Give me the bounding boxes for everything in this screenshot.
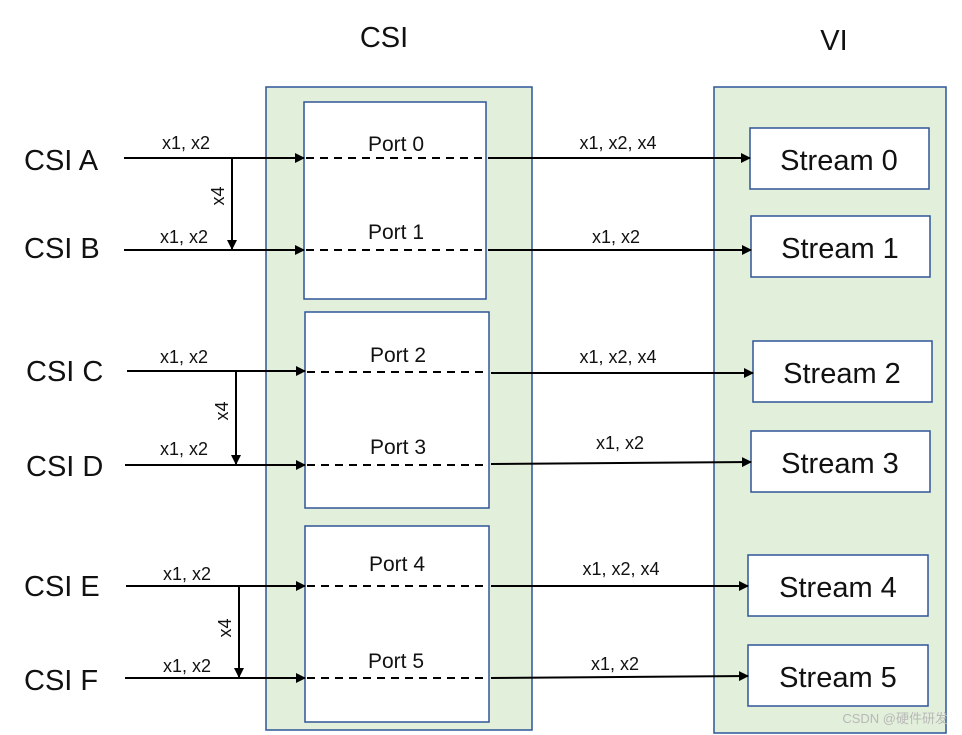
input-lane-label-e: x1, x2 bbox=[163, 564, 211, 584]
stream-label-5: Stream 5 bbox=[779, 662, 897, 694]
stream-label-0: Stream 0 bbox=[780, 145, 898, 177]
output-lane-label-3: x1, x2 bbox=[596, 433, 644, 453]
output-lane-label-0: x1, x2, x4 bbox=[579, 133, 656, 153]
output-lane-label-1: x1, x2 bbox=[592, 227, 640, 247]
input-lane-label-c: x1, x2 bbox=[160, 347, 208, 367]
port-group-0-1 bbox=[303, 101, 487, 300]
stream-label-1: Stream 1 bbox=[781, 233, 899, 265]
input-lane-label-f: x1, x2 bbox=[163, 656, 211, 676]
input-label-d: CSI D bbox=[26, 451, 103, 483]
stream-box-0 bbox=[749, 127, 930, 190]
output-lane-label-4: x1, x2, x4 bbox=[582, 559, 659, 579]
vi-heading: VI bbox=[820, 25, 847, 57]
input-lane-label-b: x1, x2 bbox=[160, 227, 208, 247]
port-label-5: Port 5 bbox=[368, 650, 424, 673]
port-label-4: Port 4 bbox=[369, 553, 425, 576]
port-label-1: Port 1 bbox=[368, 221, 424, 244]
stream-label-2: Stream 2 bbox=[783, 358, 901, 390]
port-label-0: Port 0 bbox=[368, 133, 424, 156]
merge-label-ab: x4 bbox=[208, 186, 228, 205]
output-lane-label-2: x1, x2, x4 bbox=[579, 347, 656, 367]
stream-label-4: Stream 4 bbox=[779, 572, 897, 604]
csi-heading: CSI bbox=[360, 22, 408, 54]
port-group-4-5 bbox=[304, 525, 490, 723]
watermark: CSDN @硬件研发 bbox=[842, 711, 948, 726]
input-lane-label-d: x1, x2 bbox=[160, 439, 208, 459]
vi-block bbox=[713, 86, 947, 734]
port-label-3: Port 3 bbox=[370, 436, 426, 459]
input-lane-label-a: x1, x2 bbox=[162, 133, 210, 153]
input-label-e: CSI E bbox=[24, 571, 100, 603]
output-lane-label-5: x1, x2 bbox=[591, 654, 639, 674]
output-arrow-5 bbox=[490, 671, 749, 682]
input-label-f: CSI F bbox=[24, 665, 98, 697]
input-label-b: CSI B bbox=[24, 233, 100, 265]
output-arrow-3 bbox=[490, 457, 752, 468]
stream-box-3 bbox=[750, 430, 931, 493]
port-group-2-3 bbox=[304, 311, 490, 509]
input-label-a: CSI A bbox=[24, 145, 99, 177]
merge-label-cd: x4 bbox=[212, 401, 232, 420]
stream-box-1 bbox=[750, 215, 931, 278]
stream-label-3: Stream 3 bbox=[781, 448, 899, 480]
input-label-c: CSI C bbox=[26, 356, 103, 388]
merge-label-ef: x4 bbox=[215, 618, 235, 637]
port-label-2: Port 2 bbox=[370, 344, 426, 367]
